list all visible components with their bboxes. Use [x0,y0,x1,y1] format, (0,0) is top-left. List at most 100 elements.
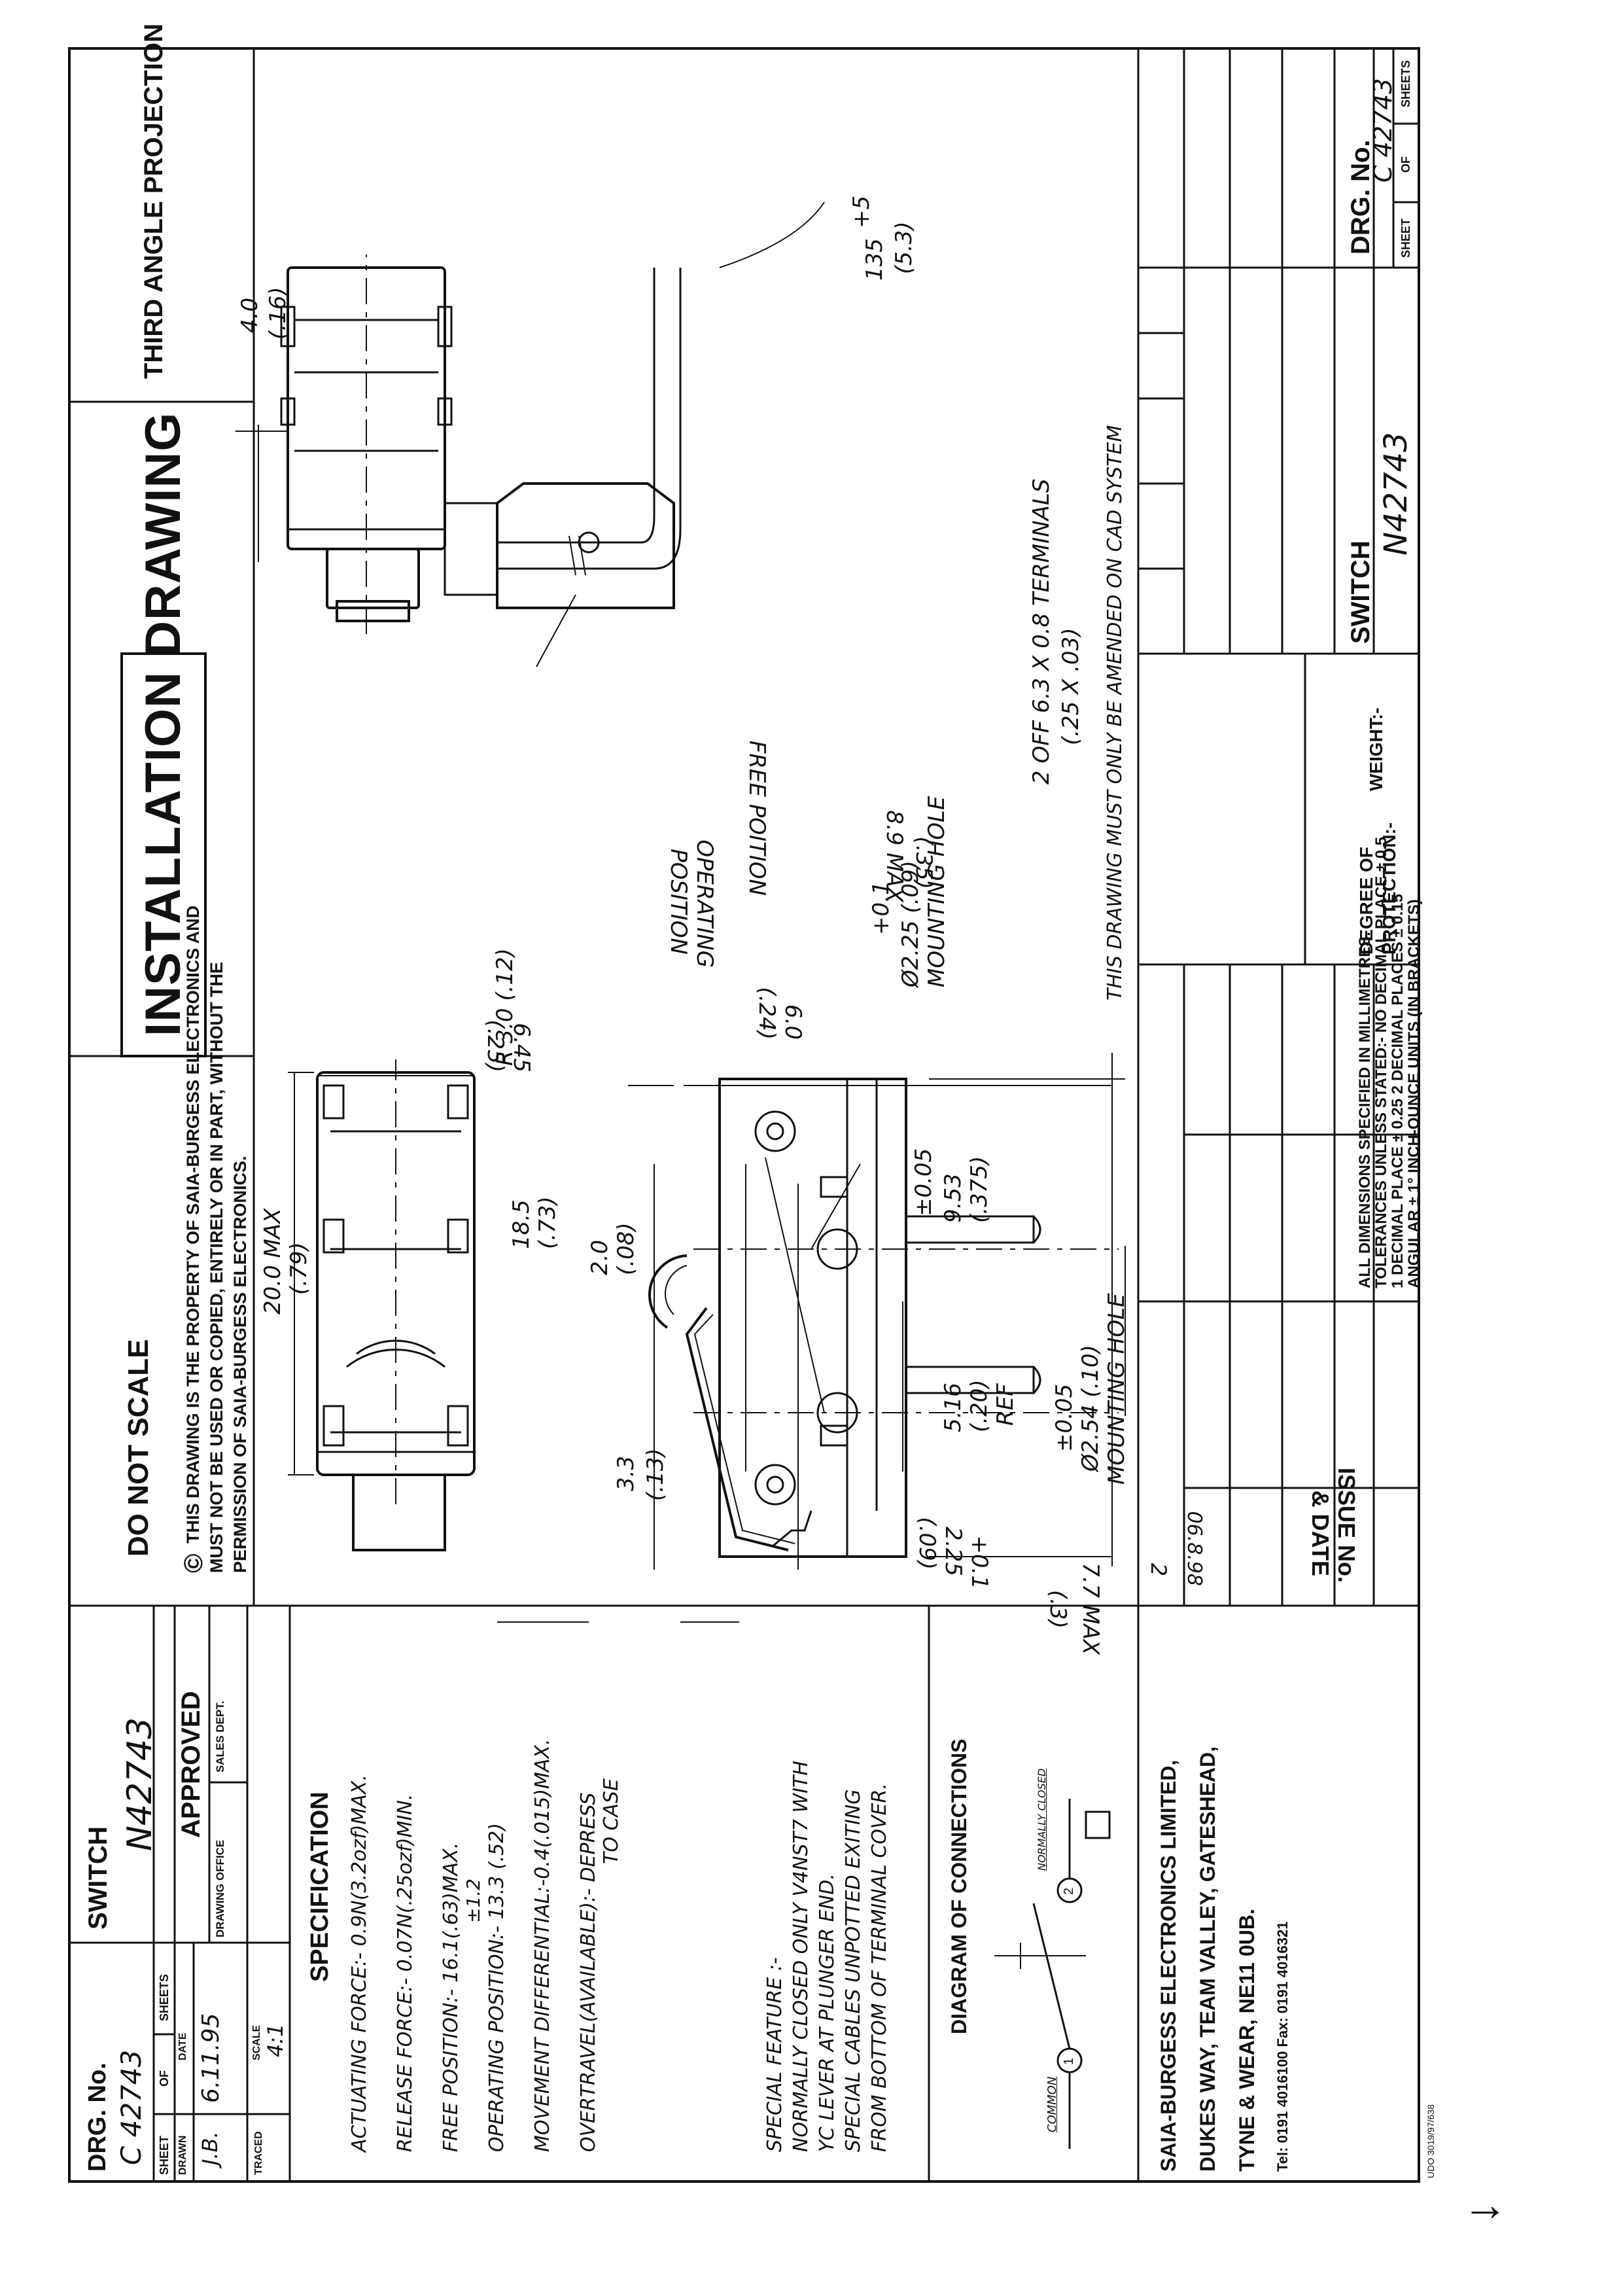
dim-5-16: 5.16 [940,1383,966,1432]
bottom-of-label: OF [1399,156,1412,173]
scale-label: SCALE [251,2024,262,2060]
dim-5-16-in: (.20) [966,1379,992,1432]
do-not-scale: DO NOT SCALE [122,1339,154,1557]
weight-label: WEIGHT:- [1366,707,1386,791]
dim-135-in: (5.3) [891,221,917,274]
issue-no: 2 [1146,1563,1171,1576]
copyright-line: MUST NOT BE USED OR COPIED, ENTIRELY OR … [207,961,226,1573]
special-feature-line: SPECIAL FEATURE :- [763,1957,786,2152]
issue-date: 06.8.98 [1183,1511,1206,1586]
dim-2-25: Ø2.25 (.09) [898,860,924,987]
bottom-part-no: N42743 [1378,432,1414,556]
special-feature-line: YC LEVER AT PLUNGER END. [816,1873,839,2152]
spec-line: MOVEMENT DIFFERENTIAL:-0.4(.015)MAX. [531,1739,554,2152]
dim-4-0-in: (.16) [265,287,291,340]
sheet-label: SHEET [158,2135,171,2175]
issue-label-2: & DATE [1307,1490,1334,1576]
dim-2-0: 2.0 [587,1239,613,1275]
terminals-note: 2 OFF 6.3 X 0.8 TERMINALS [1028,478,1055,785]
bottom-switch-label: SWITCH [1346,540,1375,644]
drg-no-label: DRG. No. [84,2062,111,2172]
dim-2-25b-tol: +0.1 [966,1535,992,1589]
company-name: SAIA-BURGESS ELECTRONICS LIMITED, [1157,1759,1180,2172]
dim-2-25b: 2.25 [940,1527,966,1576]
spec-line: ±1.2 [462,1879,484,1923]
dim-position: POSITION [665,849,691,955]
bottom-sheet-label: SHEET [1399,218,1412,258]
tolerance-line: ANGULAR ± 1° INCH-OUNCE UNITS (IN BRACKE… [1405,899,1423,1288]
dim-2-54-tol: ±0.05 [1051,1383,1077,1452]
company-contact: Tel: 0191 4016100 Fax: 0191 4016321 [1274,1921,1291,2172]
dim-20-0: 20.0 MAX [260,1208,286,1315]
spec-line: FREE POSITION:- 16.1(.63)MAX. [440,1842,462,2152]
switch-label: SWITCH [84,1826,113,1930]
bottom-sheets-label: SHEETS [1399,60,1412,107]
traced-label: TRACED [253,2131,264,2175]
sales-dept-label: SALES DEPT. [214,1701,226,1773]
projection-label: THIRD ANGLE PROJECTION [139,24,168,379]
dim-operating: OPERATING [691,839,718,968]
dim-mounting-hole-2: MOUNTING HOLE [1104,1293,1130,1485]
dim-135: 135 [862,238,888,281]
spec-line: RELEASE FORCE:- 0.07N(.25ozf)MIN. [394,1793,417,2152]
dim-9-53-tol: ±0.05 [911,1148,937,1216]
dim-2-25-tol: +0.1 [868,881,894,935]
copyright-line: PERMISSION OF SAIA-BURGESS ELECTRONICS. [230,1156,250,1573]
spec-line: OVERTRAVEL(AVAILABLE):- DEPRESS [577,1792,600,2152]
terminal-1: 1 [1062,2057,1076,2065]
date-value: 6.11.95 [198,2013,224,2103]
spec-line: ACTUATING FORCE:- 0.9N(3.2ozf)MAX. [348,1774,371,2152]
scale-value: 4:1 [263,2023,288,2058]
special-feature-line: NORMALLY CLOSED ONLY V4NST7 WITH [790,1761,812,2152]
drawing-title: INSTALLATION DRAWING [135,412,191,1036]
bottom-drg-no: C 42743 [1369,78,1397,183]
drawn-label: DRAWN [177,2135,188,2175]
normally-closed-label: NORMALLY CLOSED [1036,1768,1048,1871]
company-address: TYNE & WEAR, NE11 0UB. [1235,1909,1259,2172]
dim-r3: R 3.0 (.12) [492,948,518,1066]
company-address: DUKES WAY, TEAM VALLEY, GATESHEAD, [1196,1746,1219,2172]
margin-arrow: ↓ [1456,2201,1507,2224]
connections-heading: DIAGRAM OF CONNECTIONS [947,1739,971,2034]
dim-2-25b-in: (.09) [914,1517,940,1570]
drawn-by: J.B. [198,2131,222,2165]
spec-line: TO CASE [600,1778,623,1864]
terminals-note-in: (.25 X .03) [1058,627,1084,745]
spec-heading: SPECIFICATION [306,1792,334,1982]
issue-label: ISSUE No. [1333,1467,1360,1583]
approved-label: APPROVED [177,1691,205,1839]
copyright-line: THIS DRAWING IS THE PROPERTY OF SAIA-BUR… [183,905,203,1544]
protection-label: DEGREE OF [1356,847,1376,955]
drawing-office-label: DRAWING OFFICE [214,1839,226,1937]
dim-18-5-in: (.73) [534,1196,561,1249]
dim-135-tol: +5 [848,195,875,228]
protection-label-2: PROTECTION:- [1379,822,1399,955]
sheets-label: SHEETS [158,1973,171,2021]
dim-2-0-in: (.08) [613,1222,639,1275]
part-no: N42743 [120,1717,160,1851]
dim-3-3-in: (.13) [642,1448,669,1501]
spec-line: OPERATING POSITION:- 13.3 (.52) [485,1823,508,2152]
dim-6-0: 6.0 [780,1004,806,1040]
dim-6-0-in: (.24) [754,987,780,1040]
dim-9-53-in: (.375) [966,1156,992,1223]
dim-18-5: 18.5 [508,1199,534,1249]
dim-7-7-in: (.3) [1045,1590,1071,1629]
date-label: DATE [177,2032,188,2060]
terminal-2: 2 [1062,1887,1076,1895]
special-feature-line: SPECIAL CABLES UNPOTTED EXITING [842,1789,865,2152]
form-reference: UDO 3019/97/638 [1425,2104,1436,2178]
dim-ref: REF [992,1383,1019,1426]
common-label: COMMON [1045,2076,1059,2132]
copyright-symbol: © [179,1553,208,1573]
drg-no-value: C 42743 [115,2049,147,2165]
dim-20-0-in: (.79) [286,1242,312,1295]
dim-7-7: 7.7 MAX [1077,1563,1104,1655]
of-label: OF [158,2070,171,2087]
cad-note: THIS DRAWING MUST ONLY BE AMENDED ON CAD… [1104,425,1126,1000]
dim-9-53: 9.53 [940,1173,966,1223]
dim-mounting-hole: MOUNTING HOLE [924,796,950,987]
